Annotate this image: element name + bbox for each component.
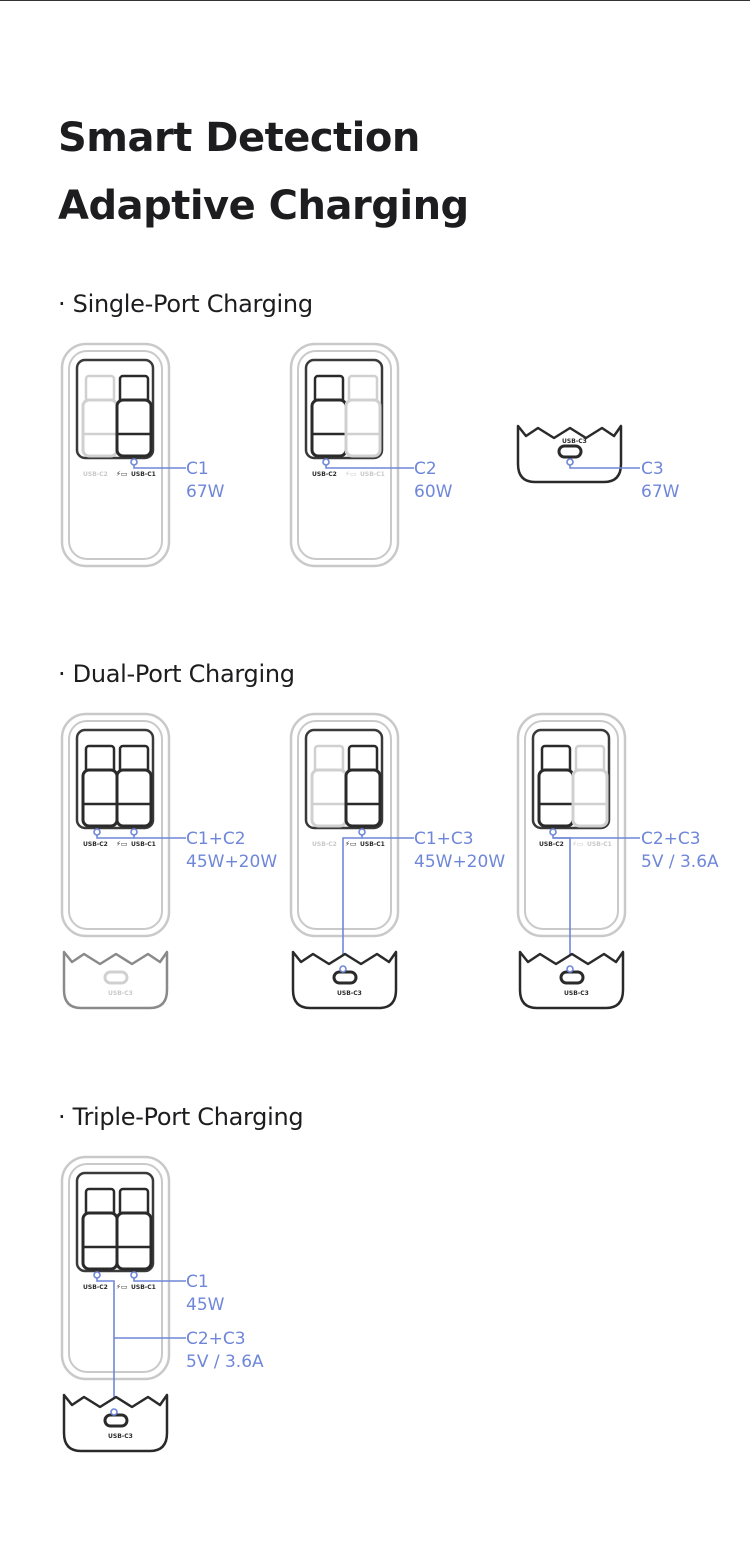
base-triple: USB-C3 <box>62 1393 169 1453</box>
charger-dual-c1-c3: USB-C2 USB-C1 ⚡▭ <box>289 712 414 966</box>
top-divider <box>0 0 750 1</box>
section-heading-dual: · Dual-Port Charging <box>58 660 295 688</box>
svg-text:⚡▭: ⚡▭ <box>345 840 357 848</box>
label-usb-c3: USB-C3 <box>108 1433 133 1440</box>
svg-text:⚡▭: ⚡▭ <box>116 840 128 848</box>
title-line-1: Smart Detection <box>58 115 420 161</box>
single-c3-port: C3 <box>641 459 664 479</box>
charger-single-c2: USB-C2 USB-C1 ⚡▭ <box>289 342 414 568</box>
section-heading-single: · Single-Port Charging <box>58 290 313 318</box>
svg-text:⚡▭: ⚡▭ <box>572 840 584 848</box>
charger-dual-c1-c2: USB-C2 USB-C1 ⚡▭ <box>60 712 186 938</box>
label-usb-c3: USB-C3 <box>562 438 587 445</box>
triple-c1-port: C1 <box>186 1272 209 1292</box>
single-c1-power: 67W <box>186 482 225 502</box>
triple-c2c3-power: 5V / 3.6A <box>186 1352 264 1372</box>
label-usb-c2: USB-C2 <box>83 841 108 848</box>
label-usb-c1: USB-C1 <box>360 471 385 478</box>
svg-text:⚡▭: ⚡▭ <box>345 470 357 478</box>
single-c1-port: C1 <box>186 459 209 479</box>
label-usb-c1: USB-C1 <box>360 841 385 848</box>
dual-1-power: 45W+20W <box>186 852 277 872</box>
single-c2-port: C2 <box>414 459 437 479</box>
base-dual-1: USB-C3 <box>62 950 169 1010</box>
dual-1-port: C1+C2 <box>186 829 246 849</box>
triple-c1-power: 45W <box>186 1295 225 1315</box>
dual-2-power: 45W+20W <box>414 852 505 872</box>
label-usb-c3: USB-C3 <box>337 990 362 997</box>
label-usb-c1: USB-C1 <box>131 471 156 478</box>
page-title: Smart Detection Adaptive Charging <box>58 104 469 240</box>
section-heading-triple: · Triple-Port Charging <box>58 1103 304 1131</box>
single-c2-power: 60W <box>414 482 453 502</box>
label-usb-c2: USB-C2 <box>312 841 337 848</box>
charger-single-c3: USB-C3 <box>516 424 640 484</box>
dual-2-port: C1+C3 <box>414 829 474 849</box>
svg-text:⚡▭: ⚡▭ <box>116 470 128 478</box>
label-usb-c2: USB-C2 <box>312 471 337 478</box>
base-dual-3: USB-C3 <box>518 950 625 1010</box>
label-usb-c2: USB-C2 <box>83 471 108 478</box>
label-usb-c3: USB-C3 <box>108 990 133 997</box>
charger-single-c1: USB-C2 USB-C1 ⚡▭ <box>60 342 186 568</box>
label-usb-c3: USB-C3 <box>564 990 589 997</box>
svg-text:⚡▭: ⚡▭ <box>116 1283 128 1291</box>
base-dual-2: USB-C3 <box>291 950 398 1010</box>
label-usb-c1: USB-C1 <box>587 841 612 848</box>
label-usb-c1: USB-C1 <box>131 841 156 848</box>
label-usb-c2: USB-C2 <box>539 841 564 848</box>
triple-c2c3-port: C2+C3 <box>186 1329 246 1349</box>
dual-3-port: C2+C3 <box>641 829 701 849</box>
label-usb-c1: USB-C1 <box>131 1284 156 1291</box>
charger-dual-c2-c3: USB-C2 USB-C1 ⚡▭ <box>516 712 640 966</box>
label-usb-c2: USB-C2 <box>83 1284 108 1291</box>
single-c3-power: 67W <box>641 482 680 502</box>
charger-triple: USB-C2 USB-C1 ⚡▭ <box>60 1155 186 1409</box>
dual-3-power: 5V / 3.6A <box>641 852 719 872</box>
title-line-2: Adaptive Charging <box>58 183 469 229</box>
